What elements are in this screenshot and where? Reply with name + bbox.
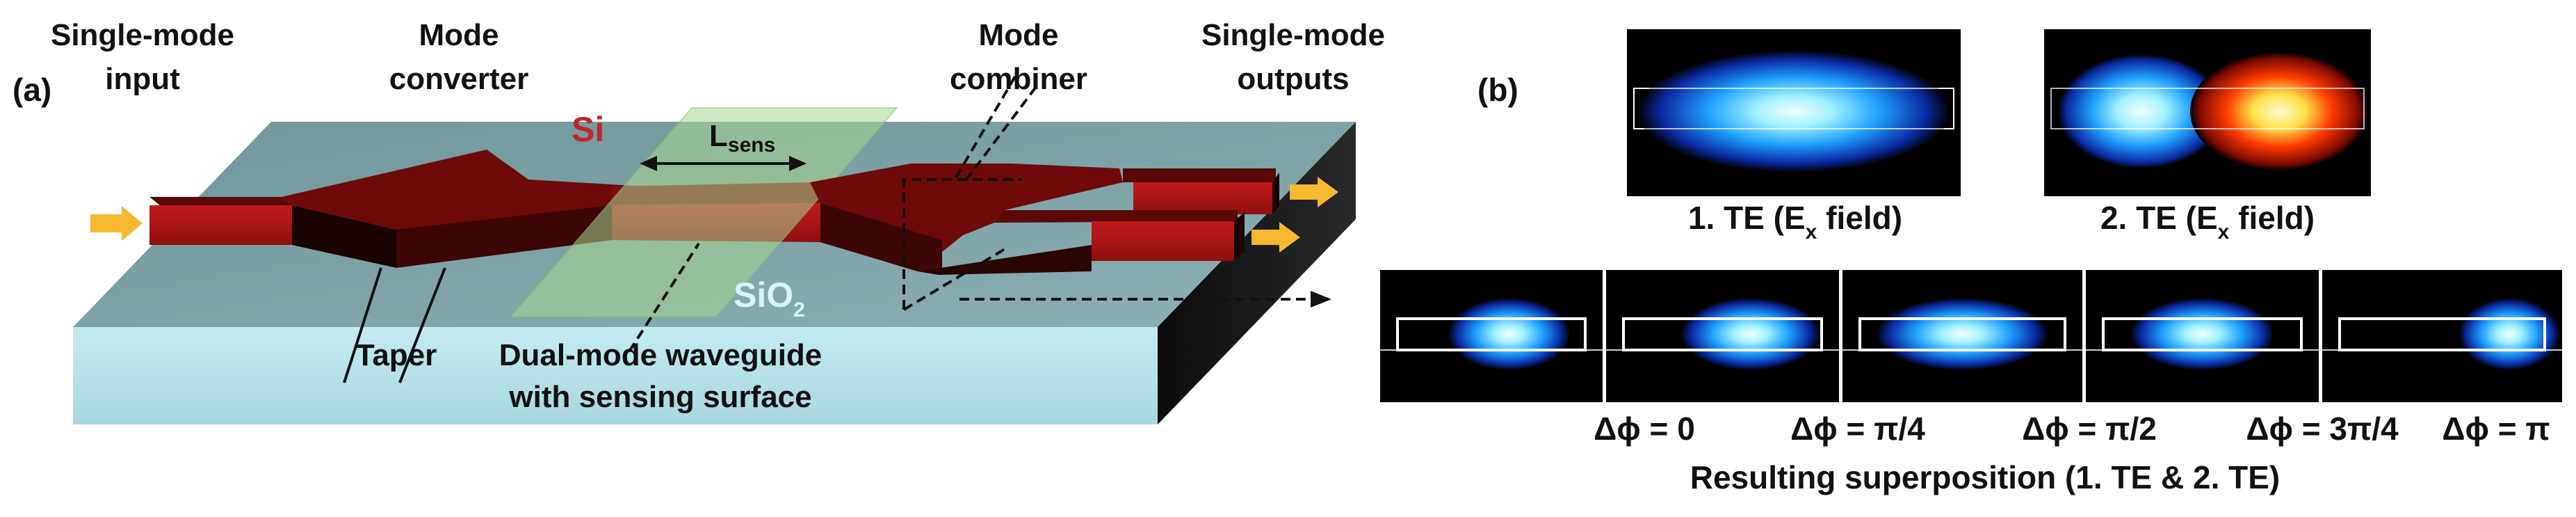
- combiner-pointer-lines: [955, 75, 1037, 181]
- cross-section-arrowhead: [1311, 291, 1331, 308]
- output-waveguide-lower-end: [1234, 212, 1245, 261]
- superposition-profile-0: [1380, 270, 1603, 402]
- combiner-label-line1: Mode: [978, 18, 1059, 52]
- te2-caption-sub: x: [2217, 221, 2230, 244]
- phase-label-4: Δϕ = π: [2442, 411, 2550, 447]
- lsens-arrowhead-right: [789, 156, 807, 171]
- taper-label: Taper: [355, 338, 437, 372]
- outputs-label-line1: Single-mode: [1201, 18, 1386, 52]
- converter-label-line1: Mode: [419, 18, 499, 52]
- combiner-front-face: [820, 203, 942, 275]
- phase-label-0: Δϕ = 0: [1594, 411, 1695, 447]
- input-waveguide-top: [149, 197, 292, 205]
- input-light-arrow: [90, 206, 143, 241]
- converter-front-face: [396, 205, 612, 268]
- output-light-arrow-lower: [1251, 222, 1300, 253]
- superposition-profile-1: [1606, 270, 1839, 402]
- outputs-label-line2: outputs: [1237, 62, 1350, 96]
- input-label-line1: Single-mode: [50, 18, 235, 52]
- output-waveguide-lower-top: [994, 210, 1238, 223]
- substrate-front-face: [73, 327, 1158, 424]
- combiner-lower-face: [918, 245, 1092, 275]
- cross-section-marker: [902, 178, 1022, 311]
- lsens-subscript: sens: [727, 134, 776, 157]
- panel-b-tag: (b): [1477, 72, 1518, 108]
- output-waveguide-upper-front: [1133, 182, 1272, 214]
- phase-label-2: Δϕ = π/2: [2022, 411, 2157, 447]
- phase-label-3: Δϕ = 3π/4: [2246, 411, 2399, 447]
- te1-caption-sub: x: [1805, 221, 1817, 244]
- output-waveguide-upper-top: [1123, 168, 1276, 182]
- sio2-main: SiO: [734, 276, 794, 315]
- input-label-line2: input: [105, 62, 180, 96]
- mode-converter: [282, 150, 647, 230]
- taper-front-face: [292, 205, 396, 268]
- input-waveguide-front: [149, 205, 292, 245]
- lsens-arrowhead-left: [640, 156, 657, 171]
- mode-profile-te2: [2044, 29, 2371, 196]
- te2-caption-pre: 2. TE (E: [2100, 200, 2218, 236]
- superposition-caption: Resulting superposition (1. TE & 2. TE): [1690, 459, 2281, 495]
- combiner-label-line2: combiner: [949, 62, 1088, 96]
- te2-caption: 2. TE (Ex field): [2100, 200, 2315, 244]
- superposition-profile-3: [2086, 270, 2319, 402]
- converter-label-line2: converter: [389, 62, 529, 96]
- dual-mode-label-line2: with sensing surface: [509, 380, 812, 414]
- superposition-profile-2: [1842, 270, 2082, 402]
- lsens-main: L: [709, 119, 728, 153]
- waveguide-pointer-line: [628, 242, 700, 353]
- sio2-subscript: 2: [793, 299, 805, 321]
- sensing-window: [509, 107, 899, 317]
- superposition-profile-4: [2322, 270, 2562, 402]
- output-waveguide-upper-end: [1272, 173, 1279, 214]
- sio2-label: SiO2: [734, 276, 805, 321]
- te1-caption-post: field): [1817, 200, 1903, 236]
- te1-caption: 1. TE (Ex field): [1687, 200, 1903, 244]
- phase-label-1: Δϕ = π/4: [1790, 411, 1925, 447]
- output-waveguide-lower-front: [1092, 221, 1234, 261]
- taper-pointer-lines: [343, 267, 446, 383]
- output-light-arrow-upper: [1290, 177, 1338, 207]
- lsens-label: Lsens: [709, 118, 775, 158]
- te1-caption-pre: 1. TE (E: [1687, 200, 1806, 236]
- te2-caption-post: field): [2229, 200, 2315, 236]
- dual-mode-label-line1: Dual-mode waveguide: [499, 338, 823, 372]
- panel-a-tag: (a): [13, 72, 52, 108]
- si-label: Si: [572, 110, 605, 149]
- mode-profile-te1: [1627, 29, 1961, 196]
